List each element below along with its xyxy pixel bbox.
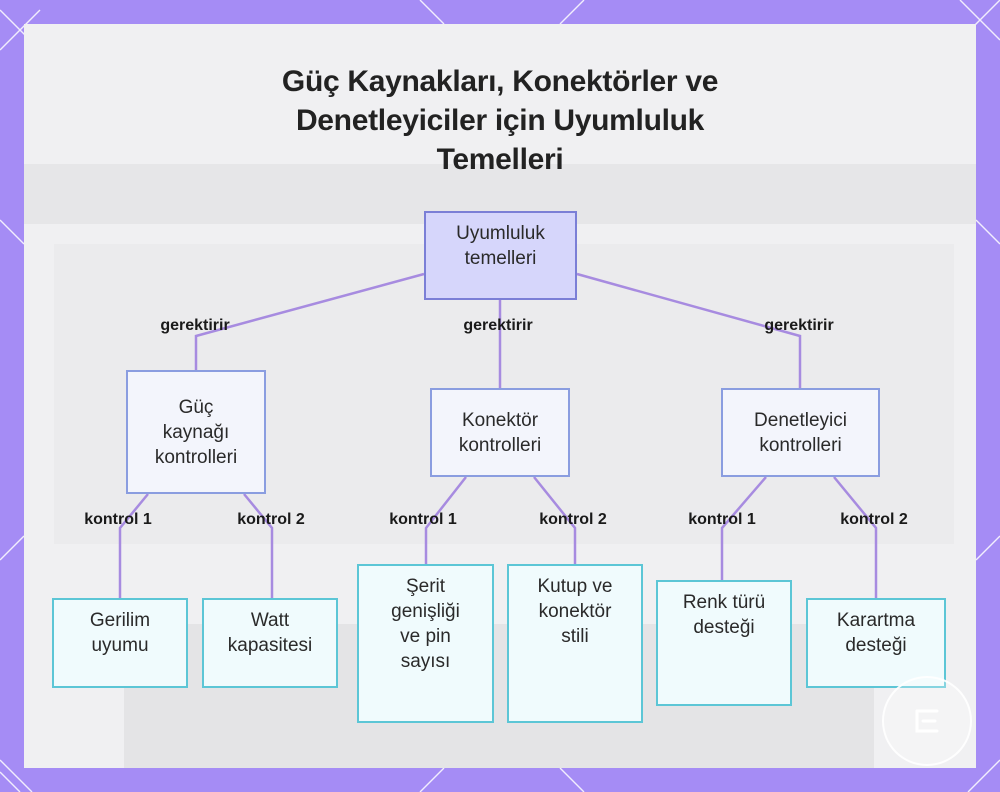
edge-label-check2-watt: kontrol 2 — [237, 511, 305, 528]
node-compatibility-basics: Uyumluluk temelleri — [424, 211, 577, 300]
edge-label-requires-ctrl: gerektirir — [764, 317, 834, 334]
edge-label-check2-polarity: kontrol 2 — [539, 511, 607, 528]
title-line-2: Denetleyiciler için Uyumluluk — [295, 104, 705, 137]
node-text: desteği — [845, 635, 907, 656]
node-color-type-support: Renk türü desteği — [656, 580, 792, 706]
node-text: ve pin — [400, 626, 451, 647]
node-text: genişliği — [391, 601, 460, 622]
edge-conn-strip — [424, 476, 467, 564]
node-text: kapasitesi — [227, 635, 313, 656]
edge-ctrl-dimming — [833, 476, 878, 598]
node-text: sayısı — [400, 651, 451, 672]
node-text: Gerilim — [89, 610, 151, 631]
logo-mark-icon — [915, 709, 939, 733]
brand-logo-icon — [882, 676, 972, 766]
edge-ctrl-color — [720, 476, 767, 580]
edge-label-check2-dimming: kontrol 2 — [840, 511, 908, 528]
edge-psu-voltage — [118, 493, 149, 598]
title-line-1: Güç Kaynakları, Konektörler ve — [281, 65, 719, 98]
node-text: Güç — [178, 396, 214, 418]
node-text: Konektör — [461, 409, 539, 431]
node-text: stili — [561, 626, 589, 647]
node-text: Karartma — [836, 610, 916, 631]
node-text: Kutup ve — [537, 576, 613, 597]
node-text: Watt — [250, 610, 290, 631]
node-text: Uyumluluk — [456, 223, 545, 244]
edge-label-check1-voltage: kontrol 1 — [84, 511, 152, 528]
node-text: kontrolleri — [458, 434, 542, 456]
node-watt-capacity: Watt kapasitesi — [202, 598, 338, 688]
node-text: kontrolleri — [154, 446, 238, 468]
node-controller-checks: Denetleyici kontrolleri — [721, 388, 880, 477]
node-voltage-match: Gerilim uyumu — [52, 598, 188, 688]
node-text: uyumu — [91, 635, 149, 656]
node-text: Renk türü — [682, 592, 766, 613]
node-dimming-support: Karartma desteği — [806, 598, 946, 688]
node-text: konektör — [538, 601, 612, 622]
edge-label-requires-psu: gerektirir — [160, 317, 230, 334]
node-strip-width-pins: Şerit genişliği ve pin sayısı — [357, 564, 494, 723]
node-text: temelleri — [464, 248, 537, 269]
node-text: Şerit — [405, 576, 446, 597]
edge-psu-watt — [243, 493, 274, 598]
title-line-3: Temelleri — [436, 143, 564, 176]
node-connector-checks: Konektör kontrolleri — [430, 388, 570, 477]
edge-root-psu — [194, 272, 425, 370]
node-text: desteği — [693, 617, 755, 638]
edge-label-requires-conn: gerektirir — [463, 317, 533, 334]
node-text: kontrolleri — [759, 434, 842, 456]
node-text: kaynağı — [162, 421, 230, 443]
node-text: Denetleyici — [754, 409, 847, 431]
edge-root-ctrl — [576, 272, 802, 388]
node-psu-checks: Güç kaynağı kontrolleri — [126, 370, 266, 494]
node-polarity-connector-style: Kutup ve konektör stili — [507, 564, 643, 723]
edge-label-check1-color: kontrol 1 — [688, 511, 756, 528]
edge-conn-polarity — [533, 476, 577, 564]
diagram-title: Güç Kaynakları, Konektörler ve Denetleyi… — [0, 62, 1000, 179]
edge-label-check1-strip: kontrol 1 — [389, 511, 457, 528]
